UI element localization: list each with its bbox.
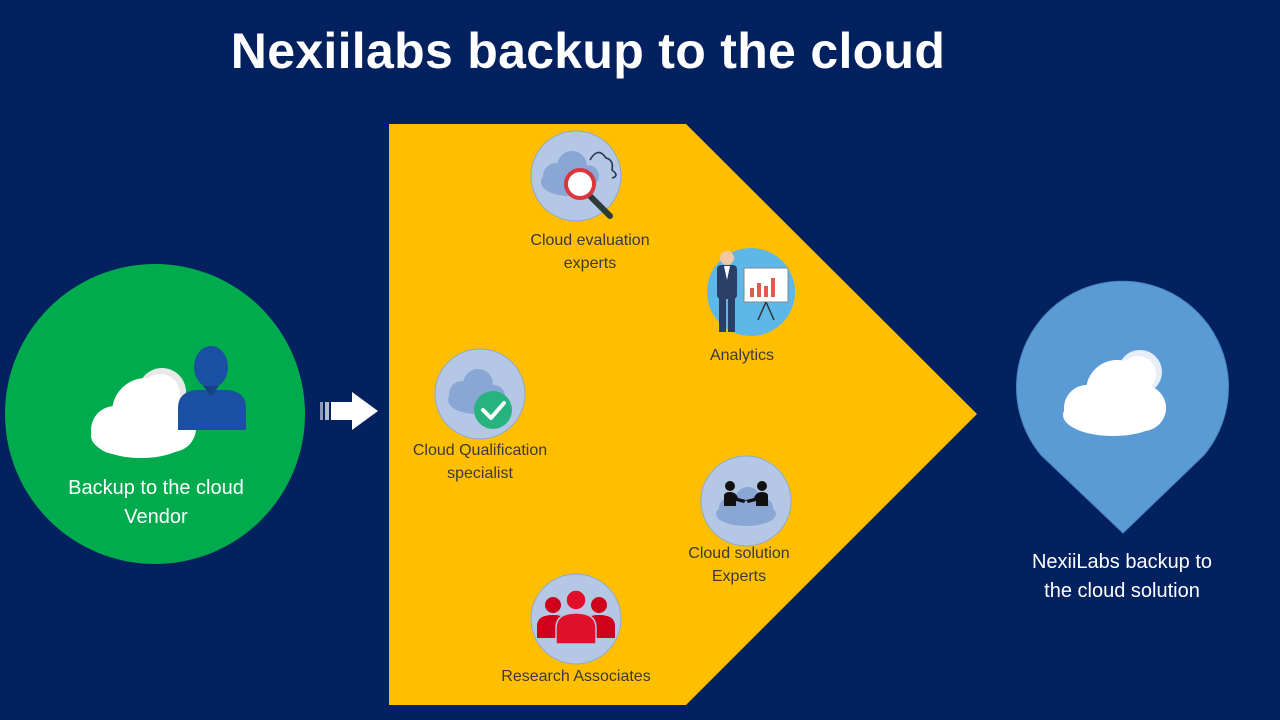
center-shape [389,124,977,705]
cloud-search-icon [530,130,622,222]
role-analytics-label: Analytics [709,347,775,364]
solution-label: NexiiLabs backup to the cloud solution [1002,548,1242,606]
vendor-label: Backup to the cloud Vendor [30,474,282,532]
cloud-check-icon [434,348,526,440]
role-cloud-solution-label: Cloud solution Experts [688,545,790,585]
vendor-label-line2: Vendor [124,506,188,528]
handshake-cloud-icon [700,455,792,547]
page-title: Nexiilabs backup to the cloud [230,23,946,79]
role-cloud-evaluation-label: Cloud evaluation experts [530,232,650,272]
right-arrow-icon [320,392,378,430]
cloud-pin-icon [1063,350,1166,436]
people-group-icon [530,573,622,665]
vendor-label-line1: Backup to the cloud [68,477,244,499]
role-research-label: Research Associates [501,668,651,685]
presenter-chart-icon [707,248,795,336]
person-icon [178,346,246,430]
role-cloud-qualification-label: Cloud Qualification specialist [412,442,548,482]
solution-label-line1: NexiiLabs backup to [1031,551,1213,573]
solution-label-line2: the cloud solution [1044,580,1200,602]
